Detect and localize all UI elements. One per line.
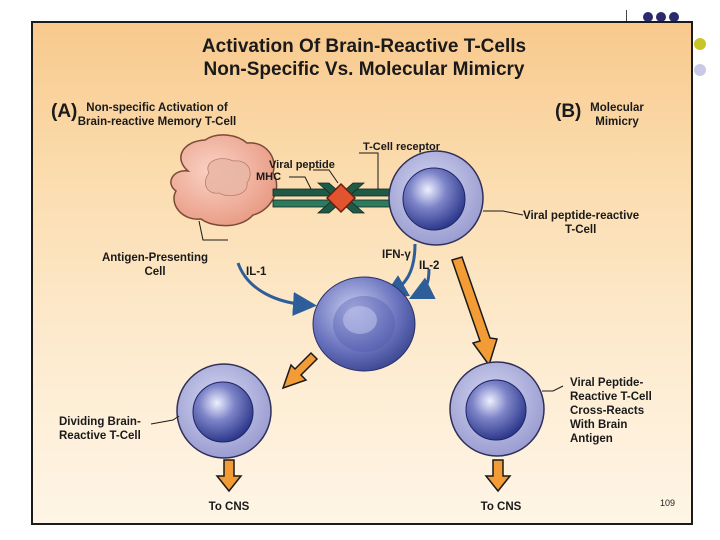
- panel-b-caption-line2: Mimicry: [595, 116, 639, 128]
- activated-memory-t-cell: [312, 276, 416, 372]
- slide-deco-line: [626, 10, 627, 22]
- t-cell-receptor-label: T-Cell receptor: [363, 141, 441, 153]
- panel-b-letter: (B): [555, 101, 581, 122]
- mhc-label: MHC: [256, 171, 281, 183]
- arrow-to-cns-right: [484, 459, 512, 493]
- viral-peptide-diamond: [325, 182, 357, 214]
- page-number: 109: [660, 498, 676, 508]
- viral-tcell-label-line2: T-Cell: [565, 224, 596, 236]
- figure-title-line1: Activation Of Brain-Reactive T-Cells: [202, 36, 526, 57]
- arrow-to-cross-reactive-cell: [451, 256, 498, 367]
- cross-reactive-label-line2: Reactive T-Cell: [570, 391, 652, 403]
- dividing-brain-reactive-t-cell: [176, 363, 272, 459]
- to-cns-left-label: To CNS: [209, 501, 250, 513]
- ifn-gamma-label: IFN-γ: [382, 249, 411, 261]
- antigen-presenting-cell: [170, 134, 278, 227]
- slide-deco-dot: [669, 12, 679, 22]
- viral-tcell-label-line1: Viral peptide-reactive: [523, 210, 639, 222]
- slide-deco-dot-olive: [694, 38, 706, 50]
- slide-deco-dot: [643, 12, 653, 22]
- apc-label-line2: Cell: [144, 266, 165, 278]
- panel-a-caption-line1: Non-specific Activation of: [86, 102, 228, 114]
- cross-reactive-t-cell: [449, 361, 545, 457]
- viral-peptide-reactive-t-cell: [388, 150, 484, 246]
- viral-peptide-label: Viral peptide: [269, 159, 335, 171]
- panel-b-caption-line1: Molecular: [590, 102, 644, 114]
- il1-label: IL-1: [246, 266, 267, 278]
- arrow-to-dividing-cell: [281, 351, 319, 390]
- slide-deco-dot-lavender: [694, 64, 706, 76]
- arrow-to-cns-left: [215, 459, 243, 493]
- panel-a-letter: (A): [51, 101, 77, 122]
- figure-frame: Activation Of Brain-Reactive T-Cells Non…: [31, 21, 693, 525]
- cross-reactive-label-line1: Viral Peptide-: [570, 377, 643, 389]
- slide-deco-dot: [656, 12, 666, 22]
- diagram-svg: Activation Of Brain-Reactive T-Cells Non…: [51, 36, 652, 513]
- label-pointers-top: [198, 152, 524, 241]
- label-pointers-bottom: [150, 385, 564, 425]
- orange-arrows: [215, 256, 512, 493]
- dividing-cell-label-line2: Reactive T-Cell: [59, 430, 141, 442]
- il2-label: IL-2: [419, 260, 439, 272]
- figure-title-line2: Non-Specific Vs. Molecular Mimicry: [204, 59, 525, 80]
- cross-reactive-label-line5: Antigen: [570, 433, 613, 445]
- apc-label-line1: Antigen-Presenting: [102, 252, 208, 264]
- cross-reactive-label-line3: Cross-Reacts: [570, 405, 644, 417]
- cross-reactive-label-line4: With Brain: [570, 419, 627, 431]
- to-cns-right-label: To CNS: [481, 501, 522, 513]
- panel-a-caption-line2: Brain-reactive Memory T-Cell: [78, 116, 237, 128]
- dividing-cell-label-line1: Dividing Brain-: [59, 416, 141, 428]
